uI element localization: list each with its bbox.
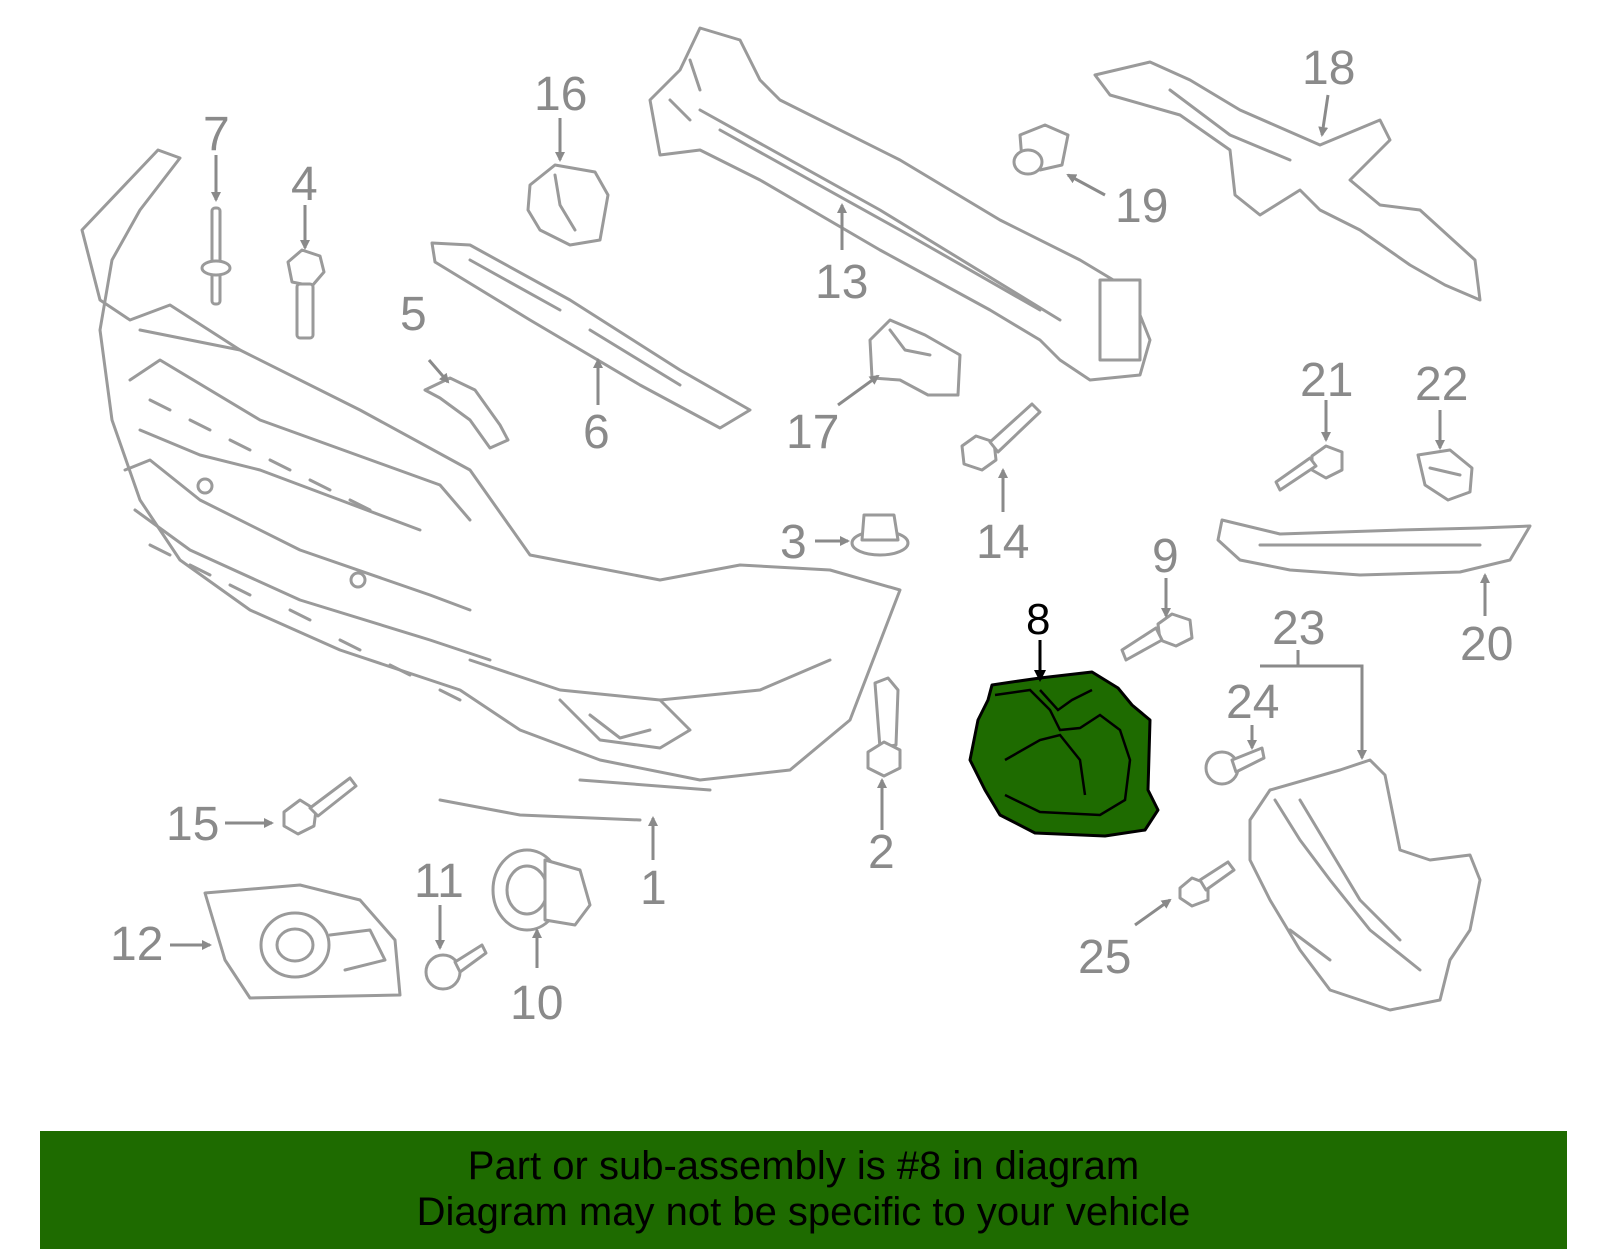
callout-17: 17 [786,406,839,459]
clip-19 [1012,123,1070,176]
bolt-14 [960,402,1042,472]
callout-16: 16 [534,68,587,121]
callout-24: 24 [1226,676,1279,729]
callout-11: 11 [414,855,464,908]
bracket-17 [868,318,962,397]
clip-3 [850,513,910,557]
absorber-6 [430,241,752,430]
clip-5 [423,376,510,450]
callout-25: 25 [1078,931,1131,984]
bracket-8-highlighted [968,670,1160,838]
callout-2: 2 [868,826,895,879]
callout-4: 4 [291,158,318,211]
screw-24 [1204,746,1266,786]
callout-6: 6 [583,406,610,459]
callout-23: 23 [1272,602,1325,655]
bolt-15 [282,776,358,836]
callout-labels: 1 2 3 4 5 6 7 8 9 10 11 12 13 14 15 16 1… [110,42,1513,1030]
footer-line-2: Diagram may not be specific to your vehi… [416,1190,1191,1234]
trim-strip-20 [1216,518,1532,577]
bolt-9 [1120,612,1194,662]
footer-line-1: Part or sub-assembly is #8 in diagram [467,1144,1140,1188]
bracket-16 [526,163,610,247]
callout-18: 18 [1302,42,1355,95]
callout-22: 22 [1415,358,1468,411]
screw-11 [424,943,488,991]
bolt-4 [286,248,326,340]
callout-12: 12 [110,918,163,971]
fog-lamp-bezel [203,883,402,1000]
screw-25 [1178,860,1236,908]
callout-21: 21 [1300,354,1353,407]
callout-14: 14 [976,516,1029,569]
callout-8: 8 [1026,595,1050,644]
callout-3: 3 [780,516,807,569]
reinforcement-13 [648,26,1152,382]
bolt-2 [866,676,902,778]
callout-1: 1 [640,862,667,915]
leader-lines [170,94,1490,968]
callout-5: 5 [400,288,427,341]
callout-20: 20 [1460,618,1513,671]
bumper-cover [80,148,902,822]
callout-9: 9 [1152,530,1179,583]
fog-lamp [491,848,592,932]
bolt-21 [1274,444,1344,492]
bracket-18 [1093,60,1482,302]
footer-banner: Part or sub-assembly is #8 in diagram Di… [40,1131,1567,1249]
callout-10: 10 [510,977,563,1030]
headlamp-23 [1248,758,1482,1012]
push-pin-7 [200,206,232,306]
callout-19: 19 [1115,180,1168,233]
clip-22 [1416,448,1474,502]
callout-7: 7 [203,108,230,161]
callout-15: 15 [166,798,219,851]
callout-13: 13 [815,256,868,309]
